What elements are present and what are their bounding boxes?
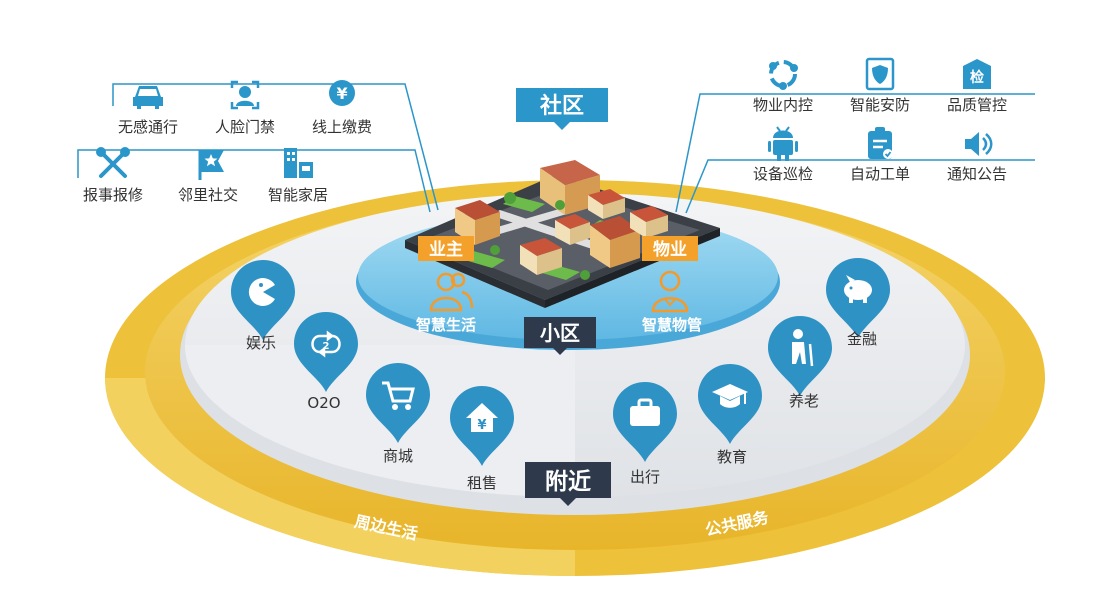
house: [555, 214, 590, 245]
owner-service-pay[interactable]: ¥ 线上缴费: [312, 80, 372, 136]
nearby-rent-sale[interactable]: ¥ 租售: [450, 386, 514, 492]
svg-text:¥: ¥: [477, 418, 486, 433]
svg-text:业主: 业主: [429, 239, 463, 260]
car-icon: [133, 86, 163, 109]
owner-people-icon: [429, 272, 474, 312]
graduation-cap-icon: [712, 384, 748, 408]
security-icon: [865, 57, 895, 91]
owner-service-face[interactable]: 人脸门禁: [215, 80, 275, 136]
robot-icon: [768, 126, 798, 161]
owner-service-repair[interactable]: 报事报修: [83, 147, 143, 204]
property-service-label: 品质管控: [947, 96, 1007, 114]
nearby-travel[interactable]: 出行: [613, 382, 677, 486]
neighborhood-illustration: [405, 160, 720, 308]
nearby-education[interactable]: 教育: [698, 364, 762, 466]
owner-service-car[interactable]: 无感通行: [118, 86, 178, 136]
house-yuan-icon: ¥: [466, 403, 498, 433]
owner-service-label: 邻里社交: [178, 186, 238, 204]
piggy-bank-icon: [844, 275, 872, 303]
owner-service-label: 智能家居: [268, 186, 328, 204]
nearby-entertainment[interactable]: 娱乐: [231, 260, 295, 352]
nearby-tag: 附近: [525, 462, 611, 506]
tools-icon: [99, 150, 127, 178]
property-connector-top: [675, 93, 1035, 213]
smart-property-label: 智慧物管: [642, 316, 702, 334]
nearby-label: 商城: [383, 447, 413, 465]
property-service-label: 自动工单: [850, 165, 910, 183]
face-scan-icon: [230, 80, 260, 110]
nearby-label: 娱乐: [246, 334, 276, 352]
owner-tag: 业主: [418, 236, 474, 261]
nearby-elderly-care[interactable]: 养老: [768, 316, 832, 410]
svg-text:社区: 社区: [540, 93, 584, 119]
owner-service-social[interactable]: 邻里社交: [178, 150, 238, 204]
property-service-label: 设备巡检: [753, 165, 813, 183]
owner-service-label: 报事报修: [83, 186, 143, 204]
briefcase-icon: [630, 398, 660, 426]
nearby-label: 租售: [467, 474, 497, 492]
svg-text:检: 检: [970, 69, 984, 86]
network-icon: [769, 60, 798, 90]
xiaoqu-tag: 小区: [524, 317, 596, 355]
cart-icon: [382, 381, 415, 410]
property-tag: 物业: [642, 236, 698, 261]
o2o-icon: [311, 330, 341, 358]
property-service-label: 通知公告: [947, 165, 1007, 183]
nearby-label: 出行: [630, 468, 660, 486]
property-service-label: 智能安防: [850, 96, 910, 114]
owner-connector-bottom: [77, 149, 431, 213]
nearby-label: 金融: [847, 330, 877, 348]
property-service-control[interactable]: 物业内控: [753, 60, 813, 114]
nearby-label: 养老: [789, 392, 819, 410]
nearby-finance[interactable]: 金融: [826, 258, 890, 348]
house: [590, 216, 640, 268]
pacman-icon: [248, 278, 275, 306]
house: [455, 200, 500, 245]
nearby-o2o[interactable]: 2 O2O: [294, 312, 358, 412]
svg-text:¥: ¥: [336, 84, 347, 103]
yuan-pay-icon: [329, 80, 355, 106]
house: [588, 189, 625, 219]
owner-service-smart-home[interactable]: 智能家居: [268, 148, 328, 204]
owner-service-label: 无感通行: [118, 118, 178, 136]
svg-text:2: 2: [323, 341, 330, 352]
svg-text:小区: 小区: [540, 321, 580, 345]
flag-star-icon: [198, 150, 224, 180]
owner-service-label: 线上缴费: [312, 118, 372, 136]
property-service-patrol[interactable]: 设备巡检: [753, 126, 813, 183]
speaker-icon: [965, 132, 993, 156]
property-service-security[interactable]: 智能安防: [850, 57, 910, 114]
property-manager-icon: [651, 270, 689, 313]
property-connector-bottom: [685, 159, 1035, 214]
smart-life-label: 智慧生活: [416, 316, 476, 334]
property-service-quality[interactable]: 检 品质管控: [947, 59, 1007, 114]
property-service-label: 物业内控: [753, 96, 813, 114]
property-service-notice[interactable]: 通知公告: [947, 132, 1007, 183]
house: [520, 238, 562, 275]
inspect-icon: [963, 59, 991, 89]
svg-text:物业: 物业: [653, 239, 687, 260]
elderly-icon: [792, 329, 814, 367]
community-tag: 社区: [516, 88, 608, 130]
smart-home-icon: [284, 148, 313, 178]
property-service-workorder[interactable]: 自动工单: [850, 127, 910, 183]
nearby-mall[interactable]: 商城: [366, 363, 430, 465]
house: [630, 206, 668, 238]
clipboard-icon: [868, 127, 893, 159]
owner-service-label: 人脸门禁: [215, 118, 275, 136]
svg-text:附近: 附近: [545, 468, 591, 495]
nearby-label: 教育: [717, 448, 747, 466]
nearby-label: O2O: [307, 394, 340, 412]
